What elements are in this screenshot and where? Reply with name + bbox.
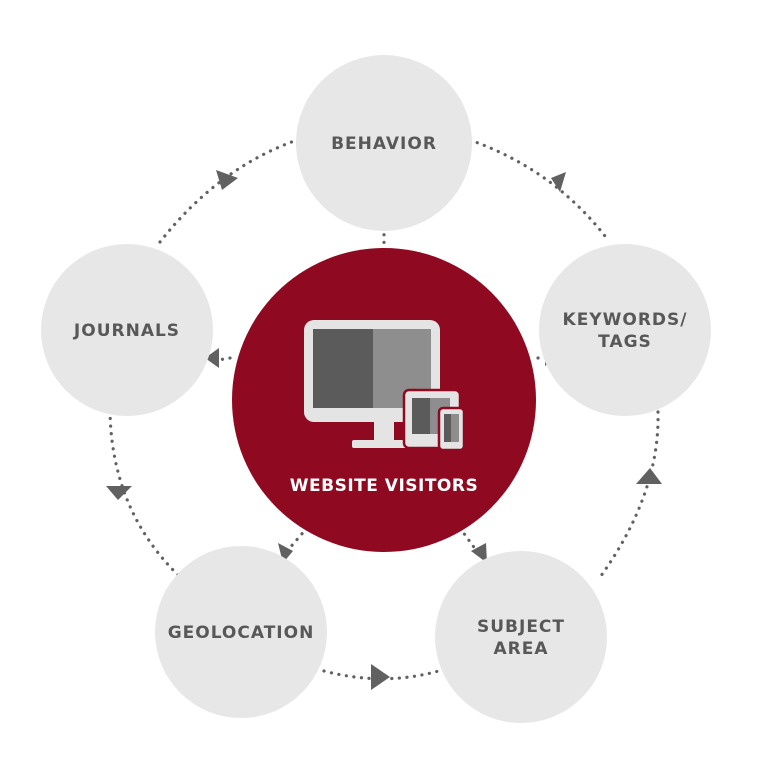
node-circle-subject-area: [435, 551, 607, 723]
node-journals: JOURNALS: [41, 244, 213, 416]
node-label-subject-area-line-2: AREA: [493, 639, 548, 659]
phone-screen-right: [451, 414, 459, 442]
connector-journals-to-behavior: [158, 138, 299, 244]
node-label-journals: JOURNALS: [73, 321, 180, 341]
connector-geolocation-to-journals: [108, 410, 180, 577]
arrow-ring-bottom: [371, 664, 390, 690]
node-label-subject-area-line-1: SUBJECT: [477, 617, 565, 637]
monitor-screen-left: [313, 329, 373, 408]
arrow-ring-left-top: [216, 170, 238, 190]
center-node: WEBSITE VISITORS: [232, 248, 536, 552]
arrow-subject-spoke: [471, 543, 487, 563]
connector-keywords-to-subject: [596, 410, 660, 582]
connector-behavior-to-keywords: [468, 138, 610, 242]
tablet-screen-left: [412, 398, 430, 434]
spoke-journals: [216, 356, 232, 362]
node-label-keywords-tags-line-1: KEYWORDS/: [563, 310, 688, 330]
spoke-subject: [458, 526, 478, 552]
node-circle-journals: [41, 244, 213, 416]
devices-icon: [304, 320, 466, 452]
node-label-geolocation: GEOLOCATION: [168, 623, 315, 643]
node-keywords-tags: KEYWORDS/TAGS: [539, 244, 711, 416]
arrow-ring-right-top: [551, 172, 566, 192]
node-behavior: BEHAVIOR: [296, 55, 472, 231]
spoke-geolocation: [286, 526, 309, 552]
arrow-ring-right: [636, 468, 662, 484]
monitor-neck: [374, 422, 394, 442]
arrow-journals-spoke: [205, 348, 219, 368]
node-label-behavior: BEHAVIOR: [331, 134, 437, 154]
phone-screen-left: [444, 414, 451, 442]
node-geolocation: GEOLOCATION: [155, 546, 327, 718]
center-label: WEBSITE VISITORS: [290, 476, 478, 496]
node-circle-geolocation: [155, 546, 327, 718]
node-label-keywords-tags-line-2: TAGS: [598, 332, 652, 352]
arrow-ring-left: [106, 486, 132, 500]
monitor-base: [352, 440, 416, 448]
node-circle-behavior: [296, 55, 472, 231]
node-circle-keywords-tags: [539, 244, 711, 416]
